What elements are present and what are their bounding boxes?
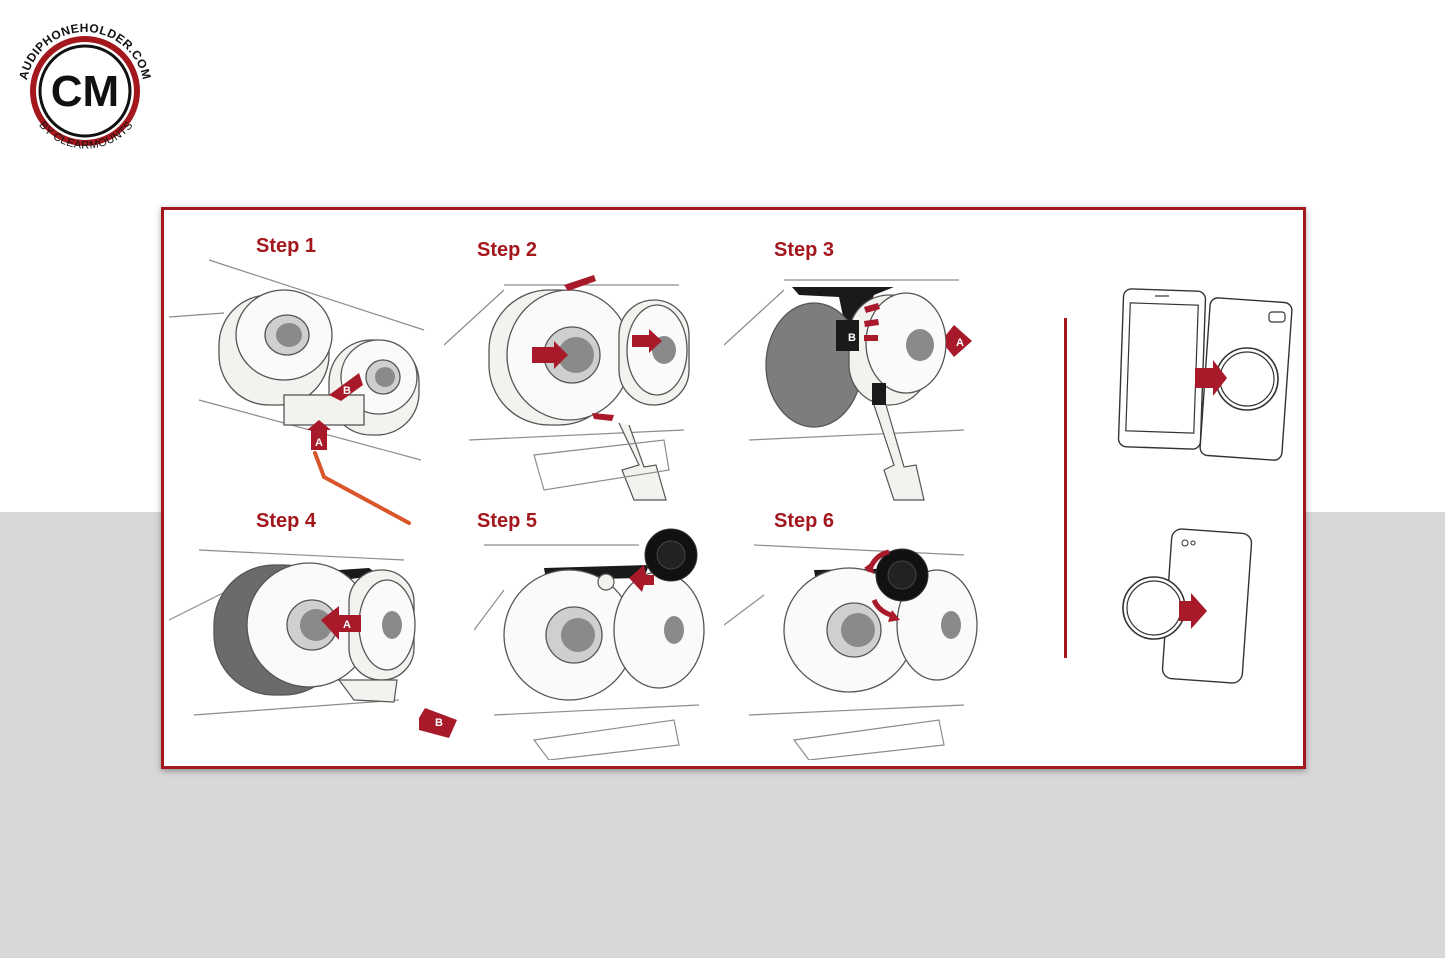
step-4-label-a: A [343, 619, 351, 631]
phone-and-case-illustration [1109, 282, 1299, 462]
step-5-illustration [474, 520, 724, 760]
step-3-label-b: B [848, 332, 856, 344]
panel-divider [1064, 318, 1067, 658]
step-3-label-a: A [956, 337, 964, 349]
step-1-label-a: A [315, 437, 323, 449]
logo-monogram: CM [51, 67, 119, 116]
step-4-illustration: A B [169, 540, 459, 750]
step-4-label-b: B [435, 717, 443, 729]
step-1-illustration: B A [169, 255, 439, 530]
step-3-illustration: B A [724, 265, 994, 505]
phone-ring-illustration [1119, 525, 1269, 690]
step-2-title: Step 2 [477, 239, 537, 262]
step-2-illustration [444, 265, 704, 505]
step-3-title: Step 3 [774, 239, 834, 262]
step-1-label-b: B [343, 385, 351, 397]
instruction-panel: Step 1 Step 2 Step 3 Step 4 Step 5 Step … [161, 207, 1306, 769]
step-6-illustration [724, 530, 994, 760]
clearmounts-logo: CM AUDIPHONEHOLDER.COM BY CLEARMOUNTS [12, 18, 158, 164]
step-1-lever [315, 453, 409, 523]
